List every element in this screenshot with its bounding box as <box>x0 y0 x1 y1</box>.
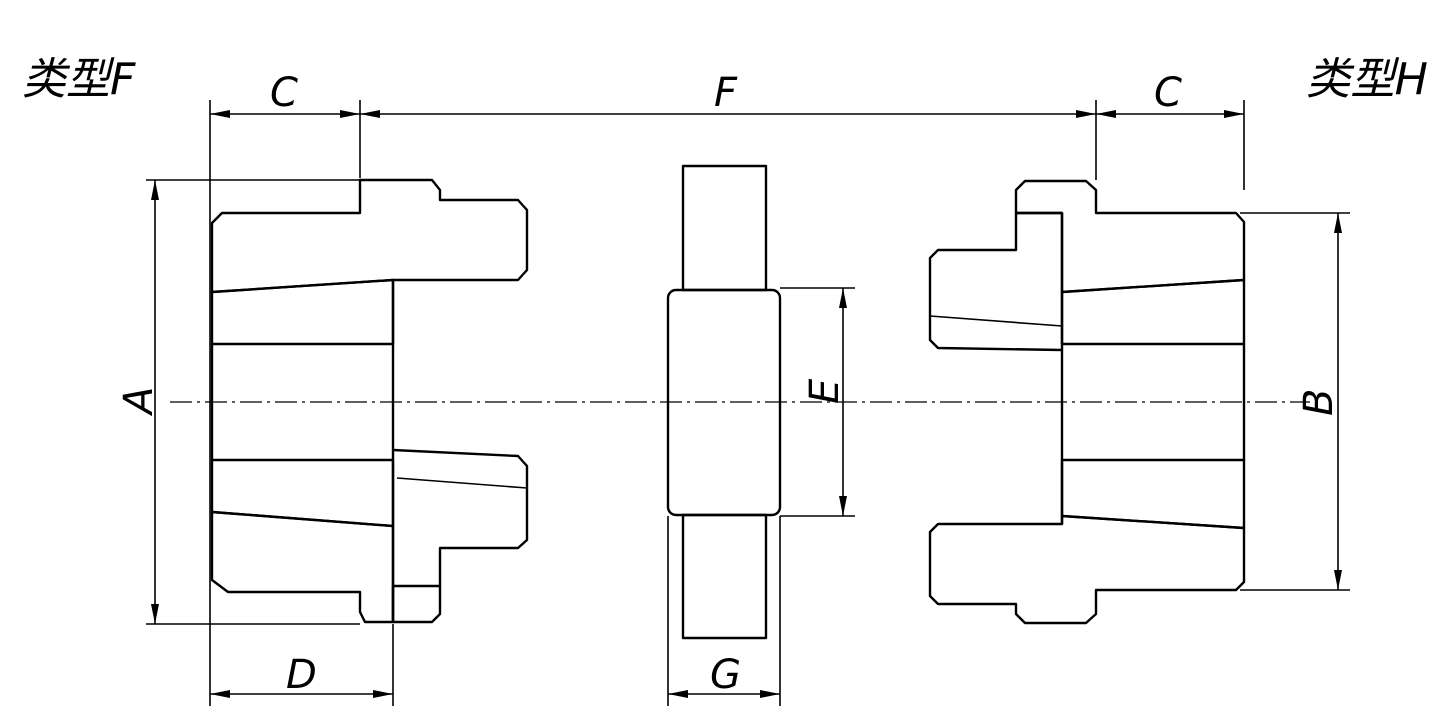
left-hub <box>210 178 529 624</box>
spider-top-jaw <box>681 164 768 292</box>
dim-label-a: A <box>116 387 162 417</box>
right-jaw-taper <box>929 315 1063 327</box>
spider-bottom-jaw <box>681 513 768 640</box>
left-hub-bottom-body <box>210 510 395 624</box>
right-hub-top-flange <box>1014 179 1246 294</box>
right-hub-upper-jaw <box>928 211 1063 352</box>
dim-label-f: F <box>714 70 738 116</box>
left-hub-top-sleeve <box>210 278 395 346</box>
left-hub-bottom-sleeve <box>210 458 395 528</box>
dim-label-b: B <box>1296 389 1342 416</box>
right-hub <box>928 179 1246 625</box>
left-hub-bottom-flange <box>391 584 442 624</box>
spider-hub <box>666 288 782 517</box>
right-hub-top-sleeve <box>1060 278 1246 346</box>
dim-label-g: G <box>710 652 741 698</box>
type-h-title: 类型H <box>1306 54 1428 105</box>
dim-label-c-left: C <box>270 70 298 116</box>
dimensions <box>146 100 1350 706</box>
dim-label-c-right: C <box>1154 70 1182 116</box>
dim-label-e: E <box>802 378 848 404</box>
left-hub-top-body <box>210 178 529 294</box>
left-hub-lower-jaw <box>392 448 529 586</box>
spider-element <box>666 164 782 640</box>
dim-label-d: D <box>286 652 317 698</box>
right-hub-bottom-body <box>928 514 1246 625</box>
left-jaw-taper <box>396 477 528 489</box>
type-f-title: 类型F <box>22 54 136 105</box>
